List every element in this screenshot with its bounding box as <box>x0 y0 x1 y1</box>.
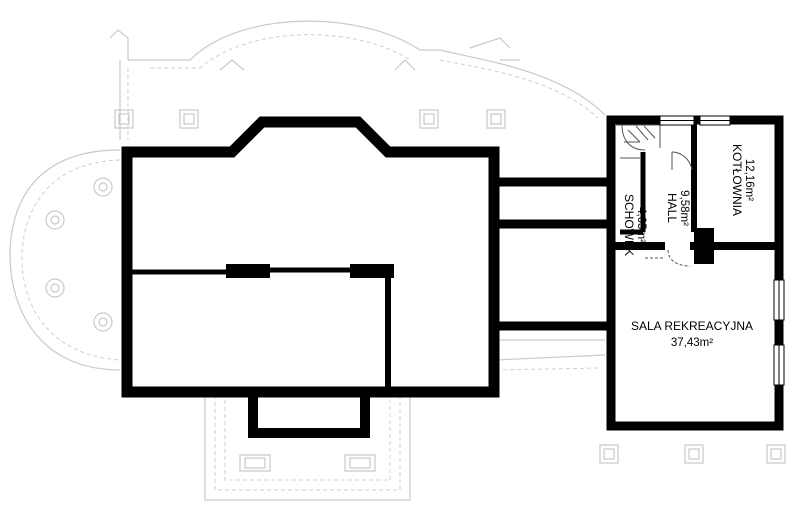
stair-detail <box>616 124 661 159</box>
schowek-name: SCHOWEK <box>622 194 636 256</box>
column-post <box>766 444 786 464</box>
round-column <box>45 210 65 230</box>
terrace-outline <box>9 20 606 501</box>
column-post <box>419 109 439 129</box>
room-label-schowek: SCHOWEK 4,05m² <box>622 194 647 256</box>
room-label-hall: HALL 9,58m² <box>665 190 690 226</box>
round-column <box>45 278 65 298</box>
column-post <box>239 454 271 472</box>
windows <box>659 115 785 386</box>
schowek-area: 4,05m² <box>635 207 647 243</box>
column-posts <box>45 109 786 472</box>
kotlownia-name: KOTŁOWNIA <box>730 144 744 216</box>
hall-area: 9,58m² <box>678 190 690 226</box>
sala-name: SALA REKREACYJNA <box>631 319 753 333</box>
room-label-kotlownia: KOTŁOWNIA 12,16m² <box>730 144 755 216</box>
room-label-sala: SALA REKREACYJNA 37,43m² <box>631 319 753 349</box>
column-post <box>114 109 134 129</box>
column-post <box>599 444 619 464</box>
column-post <box>486 109 506 129</box>
hall-name: HALL <box>665 193 679 223</box>
door-swings <box>645 151 693 267</box>
kotlownia-area: 12,16m² <box>743 159 755 201</box>
round-column <box>93 177 113 197</box>
main-walls <box>121 115 784 438</box>
sala-area: 37,43m² <box>671 337 713 349</box>
column-post <box>179 109 199 129</box>
column-post <box>684 444 704 464</box>
column-post <box>344 454 376 472</box>
round-column <box>93 312 113 332</box>
